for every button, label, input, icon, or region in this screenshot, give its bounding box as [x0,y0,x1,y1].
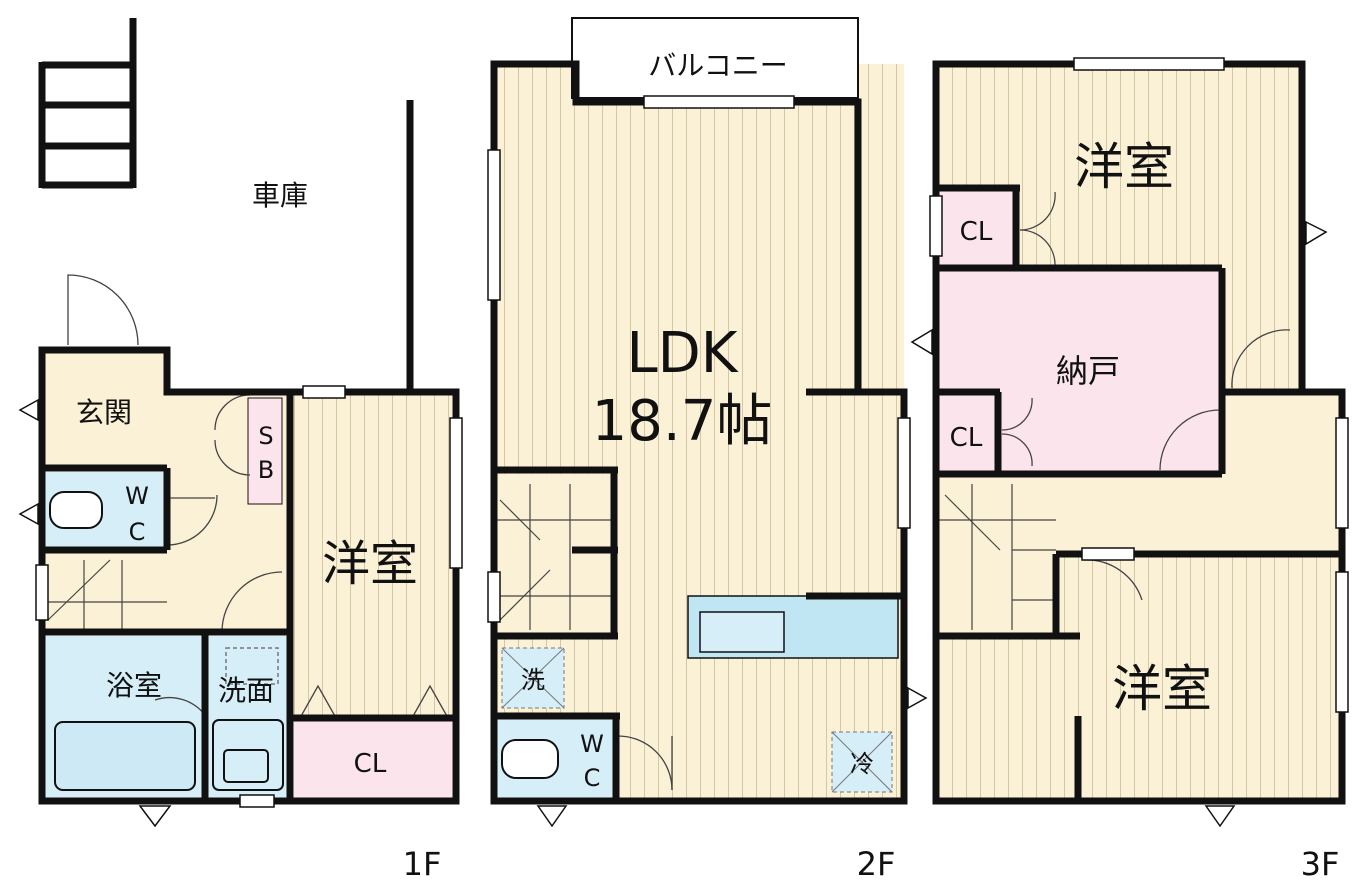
washer-label: 洗 [521,666,545,694]
washroom-label: 洗面 [218,674,274,707]
floor-3f: 洋室 CL 納戸 CL 洋室 3F [910,57,1349,883]
entrance-floor [42,350,167,468]
stair-3f-floor [936,474,1056,634]
balcony-label: バルコニー [648,49,787,82]
western-top-label: 洋室 [1074,138,1174,196]
walls-2f [490,60,908,805]
closet-1f-label: CL [354,749,387,779]
fridge-label: 冷 [850,750,874,778]
washbasin [212,719,284,791]
vents-2f [536,686,928,828]
closet-mid-floor [936,394,998,472]
toilet-1f [49,491,103,529]
stair-1f-floor [42,550,167,632]
exterior-steps [38,18,137,189]
stairs-2f [494,484,614,630]
walls-1f [38,346,460,805]
wc-1f-label-w: W [125,482,149,510]
floor-2f-label: 2F [857,845,896,883]
wc-1f-label-c: C [129,518,146,546]
door-swings-2f [617,735,673,791]
door-swings-1f [67,274,449,719]
closet-top-label: CL [960,217,993,247]
vents-3f [910,220,1328,828]
garage-label: 車庫 [252,179,308,212]
floor-3f-label: 3F [1301,845,1340,883]
bath-label: 浴室 [106,669,162,702]
shoebox-label-s: S [258,422,273,450]
floor-1f: 車庫 玄関 S B W C 洋室 浴室 洗面 CL 1F [18,18,463,883]
toilet-2f [501,739,559,779]
floor-1f-label: 1F [403,845,442,883]
wc-2f-label-c: C [584,764,601,792]
windows-3f [929,57,1349,713]
windows-2f [487,95,911,623]
balcony-floor [576,22,858,102]
ldk-size-label: 18.7帖 [592,389,773,454]
stairs-1f [42,559,167,632]
lower-left-floor [936,636,1060,801]
stairs-3f [936,484,1056,630]
closet-top-floor [936,188,1016,268]
western-1f-floor [294,392,452,718]
shoebox-floor [247,397,283,505]
shoebox-label-b: B [258,456,274,484]
floor-2f: バルコニー LDK 18.7帖 洗 W C 冷 2F [487,17,928,883]
stair-2f-floor [494,474,614,636]
windows-1f [35,385,463,808]
vents-1f [18,398,172,828]
storage-label: 納戸 [1056,352,1120,390]
bathtub [54,721,196,791]
closet-mid-label: CL [950,423,983,453]
western-1f-label: 洋室 [322,536,418,592]
ldk-label: LDK [626,321,738,386]
entrance-label: 玄関 [76,396,132,429]
western-bottom-label: 洋室 [1112,660,1212,718]
western-bottom-floor [1060,554,1342,801]
closet-1f-floor [294,718,452,801]
wc-2f-label-w: W [580,730,604,758]
